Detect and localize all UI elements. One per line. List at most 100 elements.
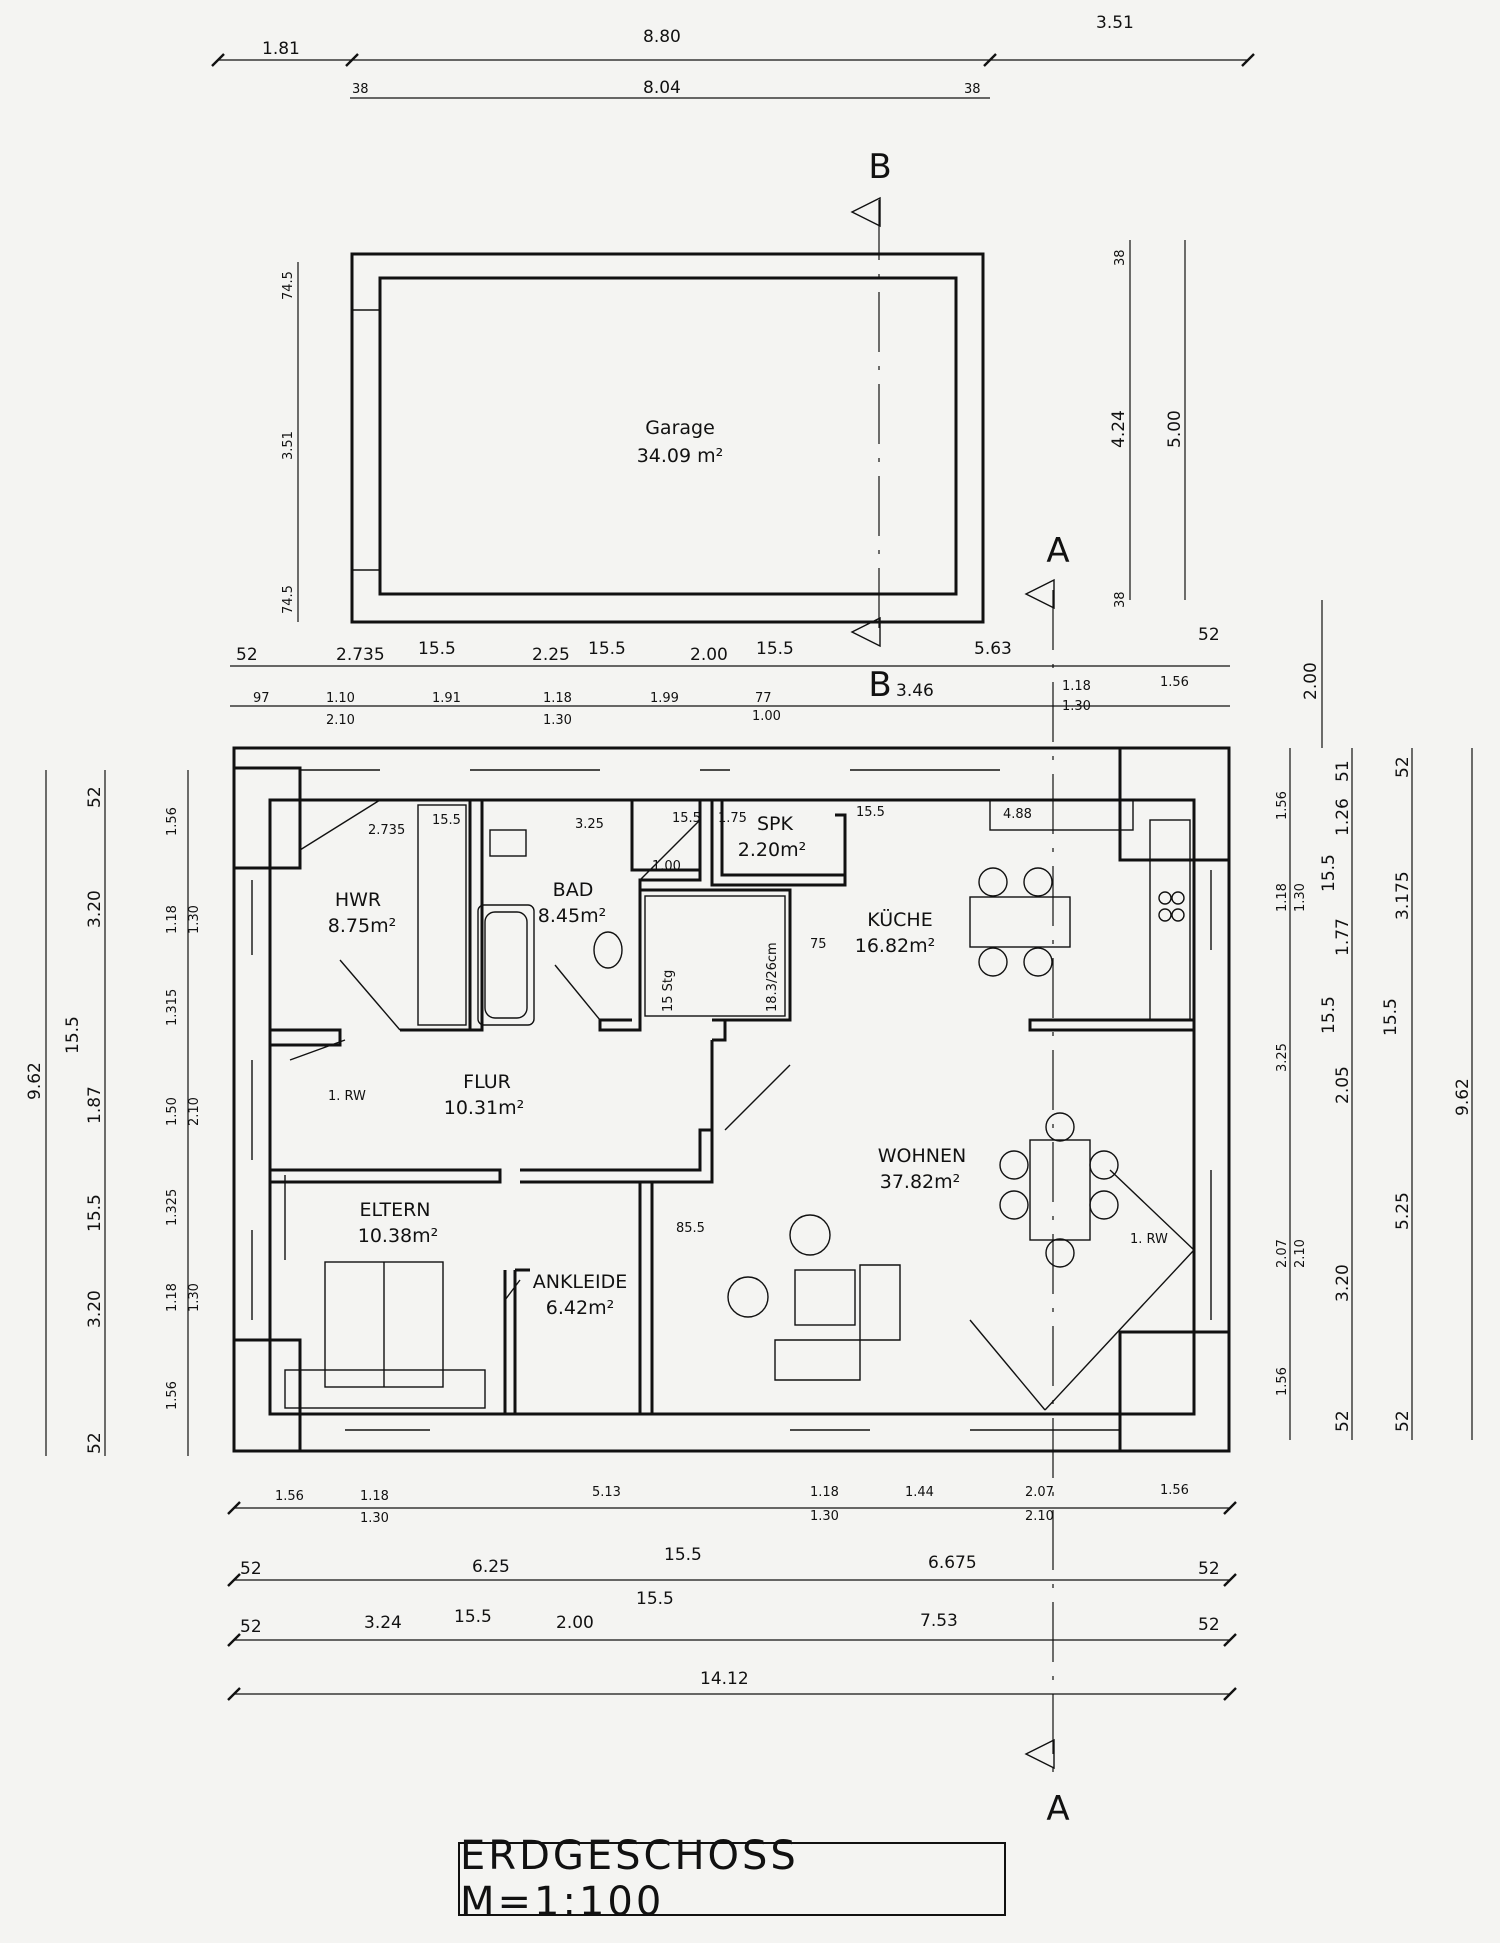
dim-li-4: 1.315: [165, 989, 180, 1026]
dim-rb-9: 1.00: [752, 709, 781, 724]
note-stair-size: 18.3/26cm: [765, 942, 780, 1012]
dim-ra-9: 52: [1198, 625, 1220, 645]
dim-b2-2: 6.25: [472, 1557, 510, 1577]
dim-gl-3: 74.5: [281, 585, 296, 614]
dim-rm-6: 2.05: [1333, 1066, 1353, 1104]
dim-left-outer: 9.62: [25, 1062, 45, 1100]
dimension-labels: 1.81 8.80 3.51 38 8.04 38 74.5 3.51 74.5…: [25, 13, 1473, 1689]
flur-name: FLUR: [463, 1071, 511, 1093]
dim-top2-2: 8.04: [643, 78, 681, 98]
dim-rm-4: 1.77: [1333, 918, 1353, 956]
dim-li-10: 1.56: [165, 1381, 180, 1410]
bad-area: 8.45m²: [538, 905, 606, 927]
dim-lm-3: 15.5: [63, 1016, 83, 1054]
dim-rb-2: 1.10: [326, 691, 355, 706]
dim-in-2: 15.5: [432, 813, 461, 828]
dim-b3-6: 7.53: [920, 1611, 958, 1631]
wohnen-name: WOHNEN: [878, 1145, 966, 1167]
dim-rb-7: 1.99: [650, 691, 679, 706]
dim-rb-8: 77: [755, 691, 772, 706]
dim-li-3: 1.30: [187, 905, 202, 934]
dim-in-10: 85.5: [676, 1221, 705, 1236]
dim-rb-5: 1.18: [543, 691, 572, 706]
dim-b1-7: 1.44: [905, 1485, 934, 1500]
dim-rm-2: 1.26: [1333, 798, 1353, 836]
dim-lm-2: 3.20: [85, 890, 105, 928]
dim-b1-4: 5.13: [592, 1485, 621, 1500]
house-walls: [232, 746, 1231, 1453]
dim-rm2-4: 5.25: [1393, 1192, 1413, 1230]
dim-rm-7: 3.20: [1333, 1264, 1353, 1302]
dim-li-6: 2.10: [187, 1097, 202, 1126]
dim-gl-1: 74.5: [281, 271, 296, 300]
dim-b2-4: 6.675: [928, 1553, 977, 1573]
dim-rb-1: 97: [253, 691, 270, 706]
flur-area: 10.31m²: [444, 1097, 525, 1119]
dim-ra-1: 52: [236, 645, 258, 665]
drawing-title: ERDGESCHOSS M=1:100: [458, 1833, 1006, 1925]
dim-ra-6: 2.00: [690, 645, 728, 665]
dim-ri-5: 2.07: [1275, 1239, 1290, 1268]
dim-gr-1: 38: [1113, 249, 1128, 266]
eltern-name: ELTERN: [360, 1199, 431, 1221]
dim-b3-5: 15.5: [636, 1589, 674, 1609]
dim-ri-1: 1.56: [1275, 791, 1290, 820]
section-lines: B B A A: [850, 147, 1070, 1829]
wohnen-area: 37.82m²: [880, 1171, 961, 1193]
dim-top-3: 3.51: [1096, 13, 1134, 33]
dim-li-9: 1.30: [187, 1283, 202, 1312]
dim-ra-5: 15.5: [588, 639, 626, 659]
garage: Garage 34.09 m²: [350, 252, 985, 624]
dim-ri-6: 2.10: [1293, 1239, 1308, 1268]
dim-b2-3: 15.5: [664, 1545, 702, 1565]
dim-lm-6: 3.20: [85, 1290, 105, 1328]
dim-b3-3: 15.5: [454, 1607, 492, 1627]
dim-ri-7: 1.56: [1275, 1367, 1290, 1396]
section-a-bottom: A: [1046, 1789, 1069, 1829]
note-rw-left: 1. RW: [328, 1089, 366, 1104]
dim-gr-3: 5.00: [1165, 410, 1185, 448]
dim-b1-8: 2.07: [1025, 1485, 1054, 1500]
dim-ra-8: 5.63: [974, 639, 1012, 659]
hwr-name: HWR: [335, 889, 381, 911]
dim-lm-5: 15.5: [85, 1194, 105, 1232]
dim-in-9: 75: [810, 937, 827, 952]
dim-rm2-1: 52: [1393, 756, 1413, 778]
dim-rm-1: 51: [1333, 760, 1353, 782]
dim-b3-2: 3.24: [364, 1613, 402, 1633]
dim-b1-5: 1.18: [810, 1485, 839, 1500]
ankleide-area: 6.42m²: [546, 1297, 614, 1319]
dim-rb-4: 1.91: [432, 691, 461, 706]
dim-gr-2: 4.24: [1109, 410, 1129, 448]
dim-rm-8: 52: [1333, 1410, 1353, 1432]
dim-ri-3: 1.30: [1293, 883, 1308, 912]
dim-side-gap: 2.00: [1301, 662, 1321, 700]
dim-top-1: 1.81: [262, 39, 300, 59]
dim-rb-3: 2.10: [326, 713, 355, 728]
dim-in-7: 4.88: [1003, 807, 1032, 822]
dim-rb-10: 3.46: [896, 681, 934, 701]
dim-rb-6: 1.30: [543, 713, 572, 728]
dim-lm-7: 52: [85, 1432, 105, 1454]
dim-ra-3: 15.5: [418, 639, 456, 659]
dim-li-2: 1.18: [165, 905, 180, 934]
eltern-area: 10.38m²: [358, 1225, 439, 1247]
dim-b2-1: 52: [240, 1559, 262, 1579]
dim-ra-7: 15.5: [756, 639, 794, 659]
section-b-top: B: [868, 147, 891, 187]
dim-ri-2: 1.18: [1275, 883, 1290, 912]
dim-lm-1: 52: [85, 786, 105, 808]
dim-total: 14.12: [700, 1669, 749, 1689]
dim-ra-2: 2.735: [336, 645, 385, 665]
note-stair-steps: 15 Stg: [661, 970, 676, 1012]
dim-rm-5: 15.5: [1319, 996, 1339, 1034]
dim-in-6: 15.5: [856, 805, 885, 820]
dim-rb-11: 1.18: [1062, 679, 1091, 694]
dim-b1-6: 1.30: [810, 1509, 839, 1524]
dim-b3-4: 2.00: [556, 1613, 594, 1633]
dim-li-7: 1.325: [165, 1189, 180, 1226]
dim-gl-2: 3.51: [281, 431, 296, 460]
dim-b1-2: 1.18: [360, 1489, 389, 1504]
interior-walls: [270, 799, 1196, 1416]
